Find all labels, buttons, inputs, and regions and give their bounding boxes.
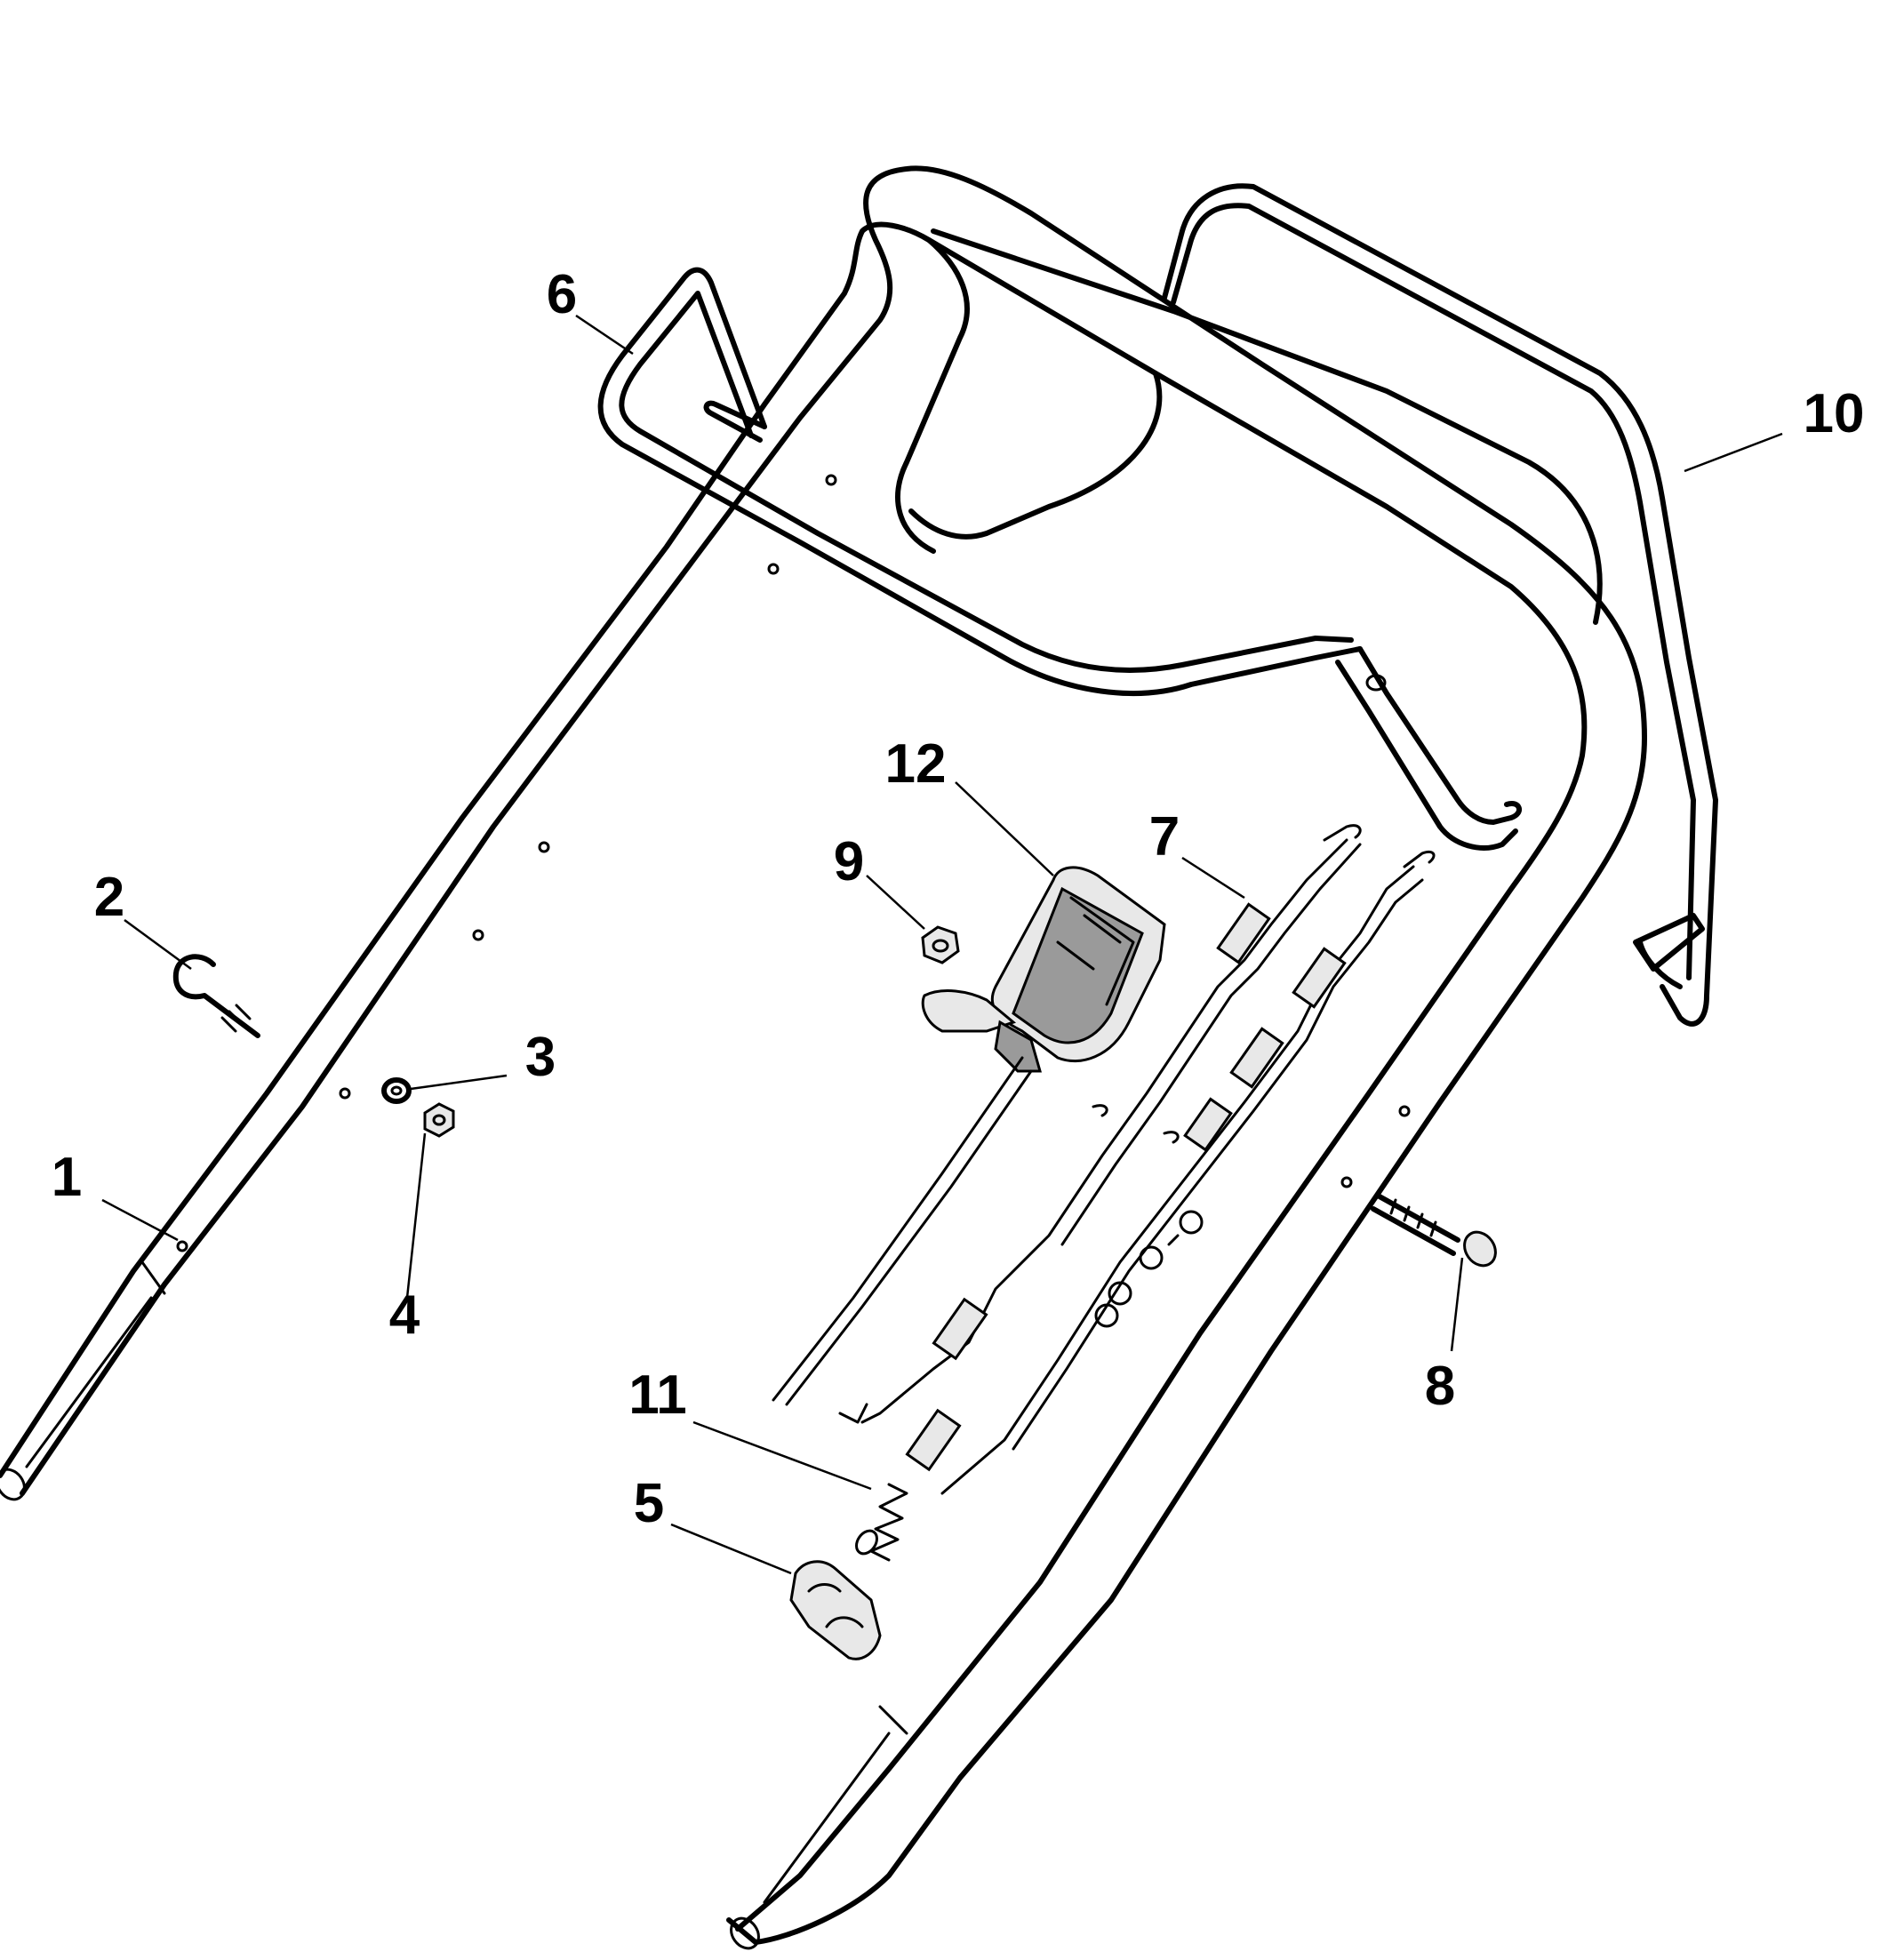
callout-11: 11: [628, 1364, 687, 1426]
leader-8: [1450, 1257, 1464, 1352]
part-10-operator-bar: [1162, 183, 1718, 1027]
leader-2: [124, 918, 192, 971]
callout-labels: 1 2 3 4 5 6 7 8 9 10 11 12: [52, 264, 1865, 1534]
leader-5: [670, 1523, 792, 1575]
callout-10: 10: [1804, 383, 1865, 444]
callout-4: 4: [389, 1284, 420, 1346]
leader-9: [866, 875, 925, 930]
part-4-nut: [423, 1102, 455, 1138]
part-9-nut: [921, 925, 960, 964]
callout-1: 1: [52, 1147, 82, 1208]
leader-11: [692, 1420, 872, 1491]
part-8-bolt: [1094, 1193, 1497, 1328]
leader-3: [410, 1074, 508, 1091]
callout-9: 9: [834, 831, 864, 892]
part-2-j-bolt: [172, 954, 260, 1038]
part-12-throttle-control: [921, 866, 1166, 1073]
leader-10: [1684, 432, 1783, 473]
callout-7: 7: [1149, 806, 1180, 868]
callout-6: 6: [547, 264, 577, 325]
part-1-handle-tube: [0, 165, 1647, 1950]
leader-6: [575, 314, 634, 356]
leader-lines: [101, 314, 1783, 1575]
part-5-cable-clip: [789, 1560, 882, 1660]
part-3-washer: [381, 1077, 412, 1104]
leader-7: [1181, 856, 1245, 900]
leader-1: [101, 1198, 179, 1242]
leader-12: [955, 781, 1054, 876]
leader-4: [405, 1132, 427, 1299]
callout-8: 8: [1425, 1356, 1455, 1417]
part-6-right-leg: [1335, 646, 1522, 851]
callout-3: 3: [525, 1027, 556, 1088]
part-11-spring: [855, 1483, 908, 1562]
callout-2: 2: [94, 867, 124, 928]
part-6-wire-bail: [597, 267, 1363, 696]
callout-12: 12: [885, 733, 947, 795]
callout-5: 5: [634, 1473, 664, 1534]
